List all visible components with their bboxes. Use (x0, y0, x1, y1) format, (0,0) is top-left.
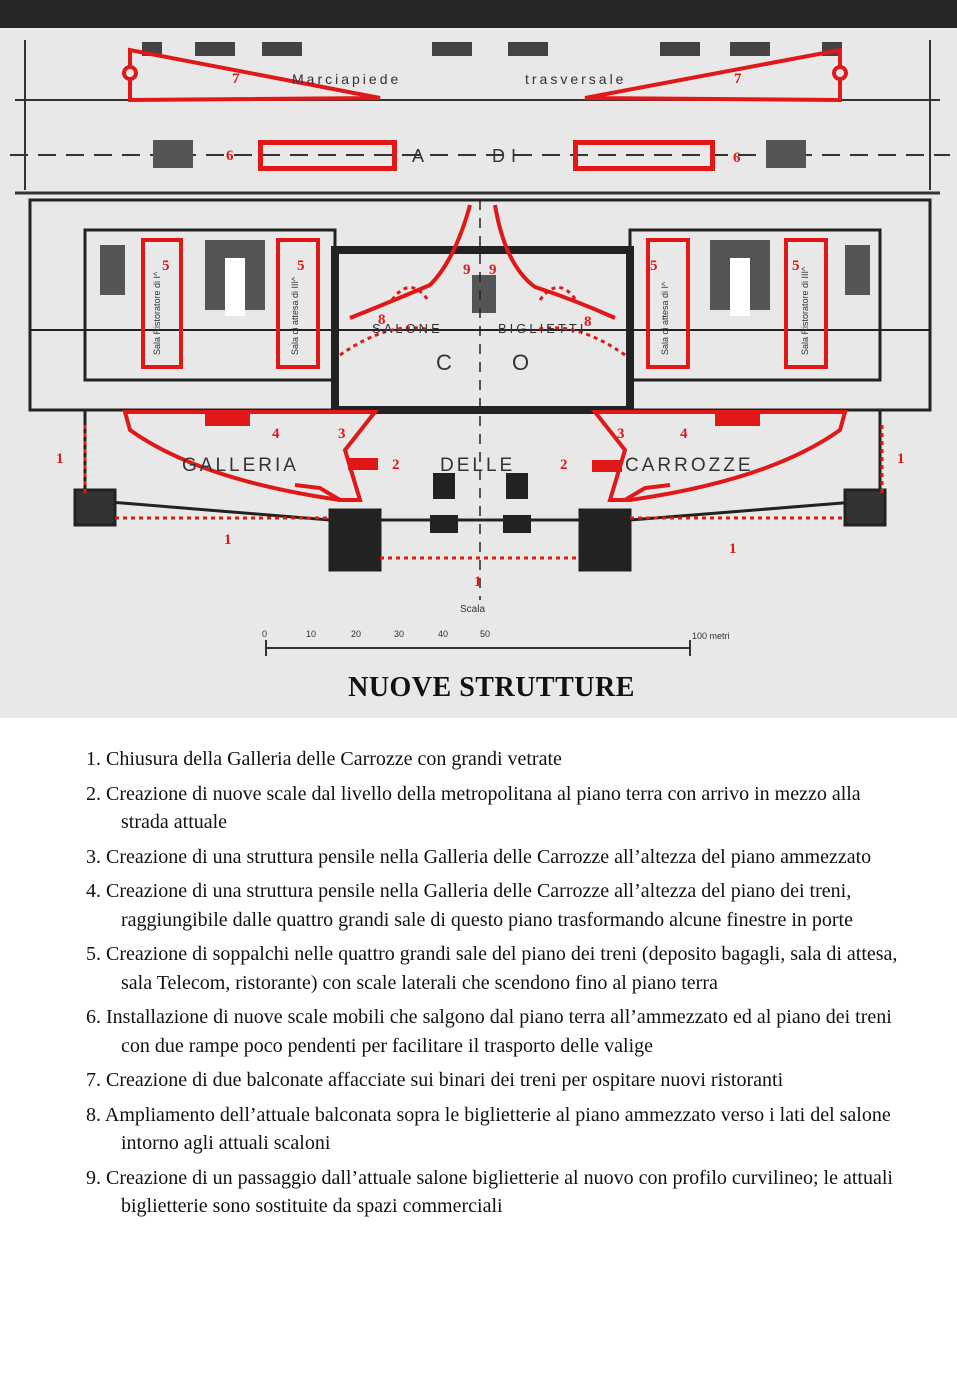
scale-tick: 10 (306, 629, 316, 639)
gallery-structure-4-left (122, 410, 380, 502)
label-trasversale: trasversale (525, 71, 626, 87)
label-piazza-right: DI (492, 146, 522, 166)
vehicles (153, 140, 806, 168)
marker-4: 4 (272, 426, 280, 442)
label-carrozze: CARROZZE (625, 455, 754, 476)
page-title: NUOVE STRUTTURE (348, 672, 635, 703)
mezzanine-5-b (276, 238, 320, 369)
marker-8: 8 (378, 312, 386, 328)
marker-6: 6 (733, 150, 741, 166)
marker-2: 2 (392, 457, 400, 473)
passage-9-right (493, 204, 616, 320)
marker-5: 5 (162, 258, 170, 274)
scale-tick: 0 (262, 629, 267, 639)
label-attesa-left: Sala di attesa di III^ (290, 276, 300, 355)
marker-1: 1 (729, 541, 737, 557)
scale-bar: Scala 0 10 20 30 40 50 100 metri (262, 604, 730, 656)
marker-8: 8 (584, 314, 592, 330)
marker-5: 5 (297, 258, 305, 274)
markers: 7 7 6 6 5 5 5 5 9 9 8 8 4 4 3 3 2 2 1 1 … (56, 71, 905, 590)
legend-item: 8. Ampliamento dell’attuale balconata so… (86, 1103, 891, 1155)
label-ristoratore-right: Sala Ristoratore di III^ (800, 266, 810, 355)
marker-3: 3 (338, 426, 346, 442)
marker-1: 1 (224, 532, 232, 548)
marker-7: 7 (232, 71, 240, 87)
scale-label: Scala (460, 604, 485, 615)
mezzanine-5-a (141, 238, 183, 369)
label-salone: SALONE (372, 321, 443, 336)
escalator-6-left (258, 140, 397, 171)
marker-1: 1 (897, 451, 905, 467)
legend-item: 6. Installazione di nuove scale mobili c… (86, 1006, 892, 1057)
marker-7: 7 (734, 71, 742, 87)
galleria-pillars (430, 473, 531, 533)
marker-9: 9 (489, 262, 497, 278)
passage-9-left (349, 204, 472, 320)
legend-item: 7. Creazione di due balconate affacciate… (86, 1069, 784, 1091)
new-structures-overlay (122, 47, 848, 502)
galleria (73, 200, 887, 600)
mezzanine-5-c (646, 238, 690, 369)
marker-4: 4 (680, 426, 688, 442)
scale-tick: 40 (438, 629, 448, 639)
legend-item: 9. Creazione di un passaggio dall’attual… (86, 1166, 893, 1218)
legend-item: 2. Creazione di nuove scale dal livello … (86, 782, 861, 834)
legend-item: 4. Creazione di una struttura pensile ne… (86, 880, 853, 931)
dotted-lines (83, 286, 884, 560)
floor-plan: 7 7 6 6 5 5 5 5 9 9 8 8 4 4 3 3 2 2 1 1 … (0, 0, 957, 718)
mezzanine-5-d (784, 238, 828, 369)
marker-1: 1 (56, 451, 64, 467)
legend-item: 3. Creazione di una struttura pensile ne… (86, 845, 872, 868)
scale-tick: 100 metri (692, 631, 730, 641)
marker-2: 2 (560, 457, 568, 473)
scale-tick: 30 (394, 629, 404, 639)
label-co-right: O (512, 350, 529, 375)
marker-9: 9 (463, 262, 471, 278)
label-biglietti: BIGLIETTI (498, 321, 586, 336)
marker-6: 6 (226, 148, 234, 164)
red-fills (205, 143, 760, 472)
label-ristoratore-left: Sala Ristoratore di I^ (152, 271, 162, 355)
marker-3: 3 (617, 426, 625, 442)
legend-list: 1. Chiusura della Galleria delle Carrozz… (86, 745, 906, 1227)
scale-tick: 20 (351, 629, 361, 639)
label-attesa-right: Sala di attesa di I^ (660, 281, 670, 355)
columns-row (142, 42, 842, 56)
escalator-6-right (573, 140, 715, 171)
marker-5: 5 (792, 258, 800, 274)
label-galleria: GALLERIA (182, 455, 299, 476)
label-delle: DELLE (440, 455, 515, 476)
marker-5: 5 (650, 258, 658, 274)
label-piazza-left: A (412, 146, 424, 166)
label-marciapiede: Marciapiede (292, 71, 401, 87)
legend-item: 5. Creazione di soppalchi nelle quattro … (86, 943, 898, 994)
marker-1: 1 (474, 574, 482, 590)
plan-lettering: Marciapiede trasversale A DI SALONE BIGL… (152, 71, 810, 476)
scale-tick: 50 (480, 629, 490, 639)
label-co-left: C (436, 350, 452, 375)
legend-item: 1. Chiusura della Galleria delle Carrozz… (86, 748, 562, 770)
